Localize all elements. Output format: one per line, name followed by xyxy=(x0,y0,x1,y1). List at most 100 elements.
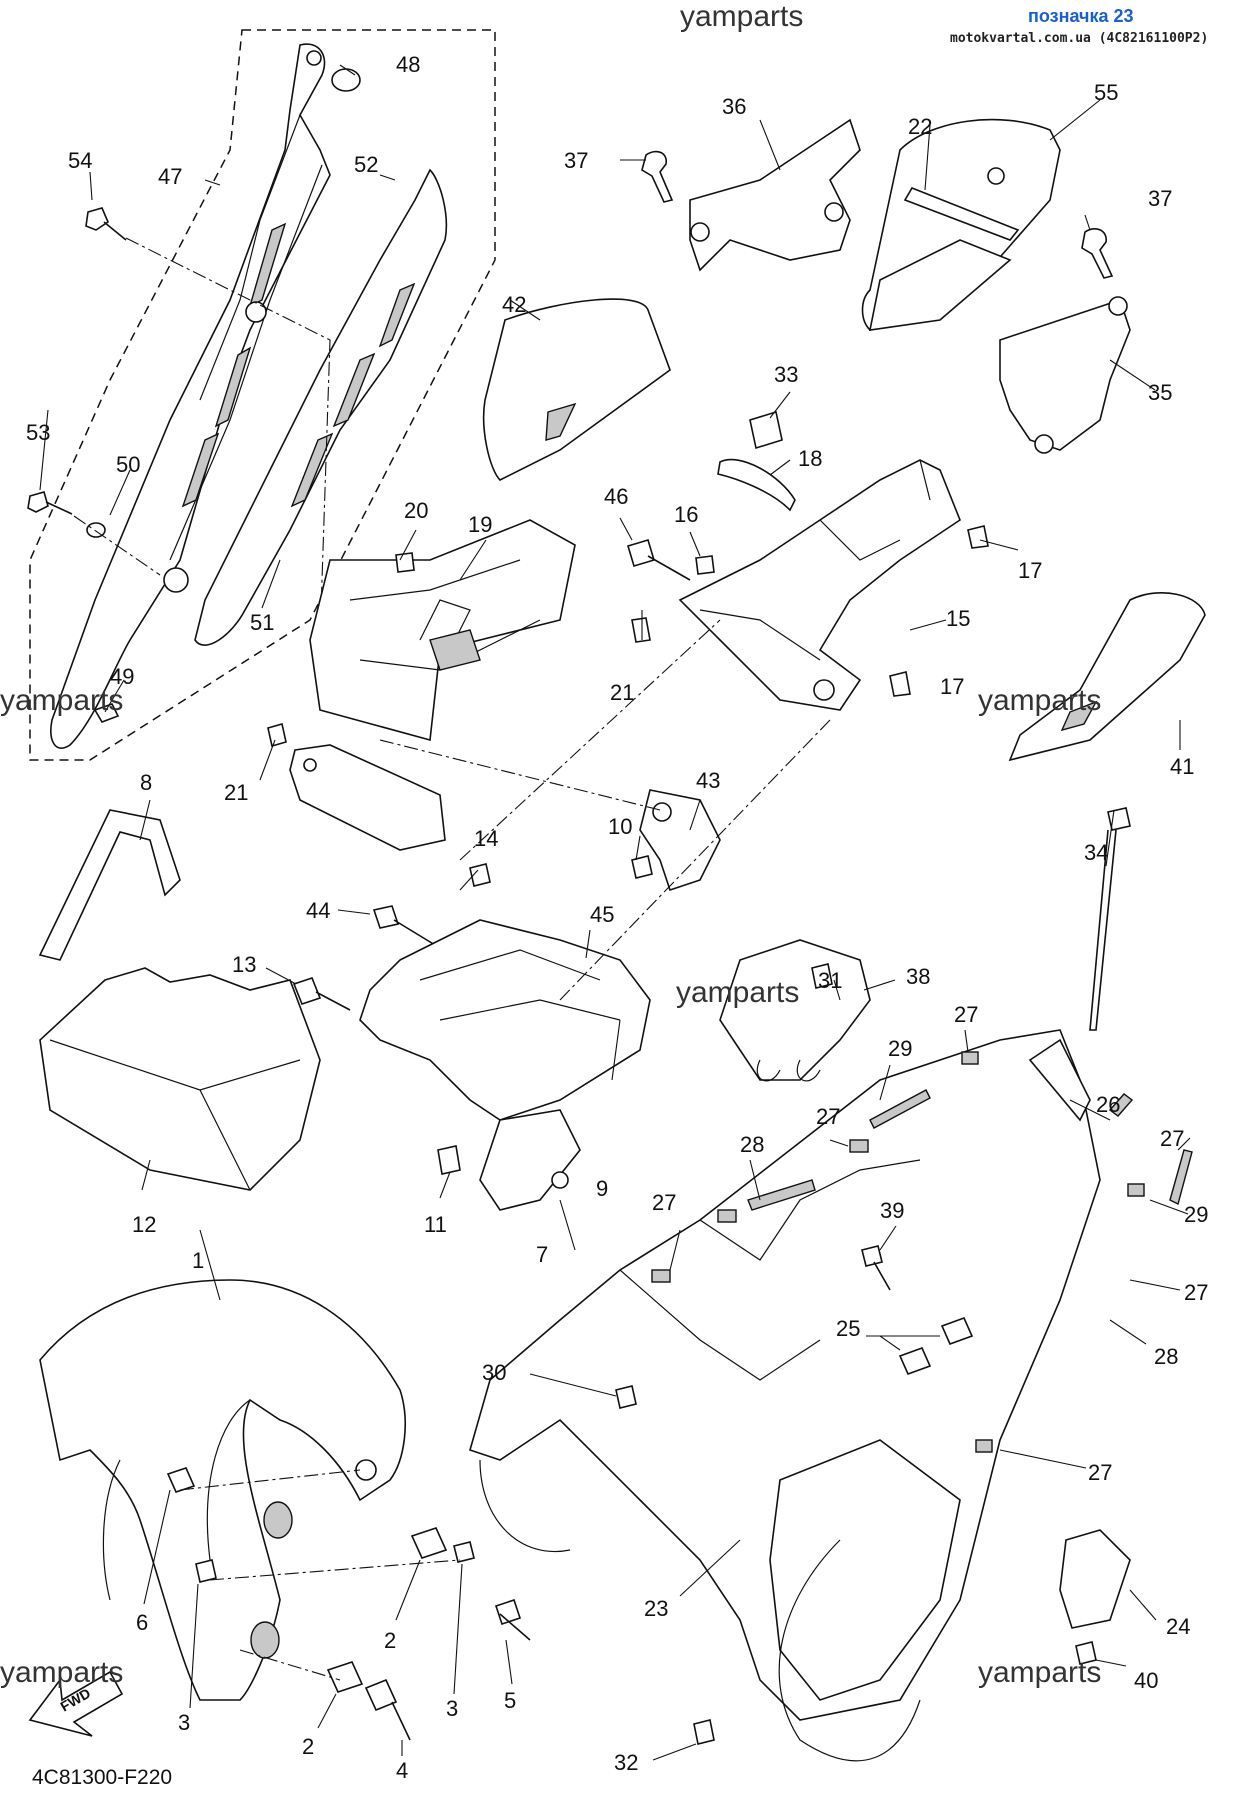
front-fender-hole-2 xyxy=(250,1621,280,1659)
bolt-14 xyxy=(469,863,491,887)
bracket-35-hole-2 xyxy=(1108,296,1128,316)
screw-37-left xyxy=(641,150,674,203)
band-22 xyxy=(903,187,1020,241)
callout-54: 54 xyxy=(68,148,92,173)
front-fender-hole-1 xyxy=(263,1501,293,1539)
bolt-30 xyxy=(615,1385,637,1409)
callout-27-e: 27 xyxy=(1184,1280,1208,1305)
callout-3-a: 3 xyxy=(178,1710,190,1735)
cover-55-inner xyxy=(868,239,1012,331)
seal-27-f xyxy=(975,1439,993,1453)
flap-26 xyxy=(1028,1038,1091,1122)
callout-12: 12 xyxy=(132,1212,156,1237)
callout-22: 22 xyxy=(908,114,932,139)
plate-21-hole xyxy=(303,758,317,772)
collar-3-a xyxy=(195,1559,217,1583)
bolt-21-left xyxy=(267,722,287,748)
callout-5: 5 xyxy=(504,1688,516,1713)
side-cover-47 xyxy=(50,43,331,749)
cover-42 xyxy=(482,298,671,481)
callout-28-a: 28 xyxy=(740,1132,764,1157)
grommet-25-b xyxy=(940,1316,974,1346)
callout-7: 7 xyxy=(536,1242,548,1267)
bracket-43 xyxy=(639,789,721,892)
screw-37-right xyxy=(1081,228,1114,279)
callout-23: 23 xyxy=(644,1596,668,1621)
cable-tie-34 xyxy=(1089,807,1131,1031)
bolt-44 xyxy=(372,905,441,949)
cover-mount-hole-1 xyxy=(245,301,267,323)
callout-18: 18 xyxy=(798,446,822,471)
watermark-3: yamparts xyxy=(676,976,799,1009)
callout-15: 15 xyxy=(946,606,970,631)
collar-3-b xyxy=(453,1541,475,1563)
seal-27-a xyxy=(961,1051,979,1065)
callout-26: 26 xyxy=(1096,1092,1120,1117)
callout-48: 48 xyxy=(396,52,420,77)
band-18 xyxy=(717,458,796,512)
side-panel-slot-2 xyxy=(290,432,334,508)
bolt-46 xyxy=(627,539,691,581)
callout-49: 49 xyxy=(110,664,134,689)
callout-40: 40 xyxy=(1134,1668,1158,1693)
assembly-line-1 xyxy=(125,237,331,641)
callout-14: 14 xyxy=(474,826,498,851)
callout-numbers: 48 47 52 54 53 50 51 49 20 19 21 21 42 3… xyxy=(26,52,1208,1783)
callout-27-a: 27 xyxy=(954,1002,978,1027)
seal-27-c xyxy=(717,1209,737,1223)
bracket-35 xyxy=(999,298,1131,451)
stay-7 xyxy=(479,1109,581,1211)
callout-3-b: 3 xyxy=(446,1696,458,1721)
wire-harness-left xyxy=(479,1459,571,1553)
strip-28-b xyxy=(1108,1093,1134,1117)
header-source: motokvartal.com.ua (4C82161100P2) xyxy=(950,31,1208,46)
bolt-31 xyxy=(811,963,833,989)
grommet-48 xyxy=(331,68,361,92)
callout-30: 30 xyxy=(482,1360,506,1385)
seal-27-d xyxy=(651,1269,671,1283)
callout-35: 35 xyxy=(1148,380,1172,405)
bolt-13 xyxy=(292,977,351,1011)
callout-2-b: 2 xyxy=(302,1734,314,1759)
side-panel-52 xyxy=(194,168,448,646)
seal-27-b xyxy=(849,1139,869,1153)
grommet-25-a xyxy=(898,1346,932,1376)
callout-19: 19 xyxy=(468,512,492,537)
assembly-line-6 xyxy=(179,1469,361,1491)
callout-28-b: 28 xyxy=(1154,1344,1178,1369)
header-title: позначка 23 xyxy=(1028,6,1134,26)
watermark-2: yamparts xyxy=(978,684,1101,717)
rear-fender-23-rib xyxy=(619,1159,921,1381)
cover-41 xyxy=(1008,592,1206,762)
clip-16 xyxy=(695,555,715,575)
callout-32: 32 xyxy=(614,1750,638,1775)
header-watermark: yamparts xyxy=(680,0,803,33)
callout-27-f: 27 xyxy=(1088,1460,1112,1485)
strip-29-b xyxy=(1169,1149,1193,1206)
bolt-39 xyxy=(861,1245,891,1291)
clip-49 xyxy=(93,703,120,723)
assembly-line-5 xyxy=(379,739,661,811)
callout-16: 16 xyxy=(674,502,698,527)
assembly-line-8 xyxy=(239,1649,341,1681)
callout-11: 11 xyxy=(424,1212,447,1237)
battery-box-12-edge xyxy=(49,1039,301,1191)
frame-15 xyxy=(678,459,961,711)
callout-46: 46 xyxy=(604,484,628,509)
callout-42: 42 xyxy=(502,292,526,317)
bolt-20 xyxy=(395,552,415,573)
callout-21-left: 21 xyxy=(224,780,248,805)
grommet-2-b xyxy=(326,1661,364,1693)
callout-4: 4 xyxy=(396,1758,408,1783)
bolt-10 xyxy=(631,855,653,879)
side-panel-slot-3 xyxy=(378,282,416,348)
callout-24: 24 xyxy=(1166,1614,1190,1639)
wire-harness xyxy=(778,1539,921,1762)
watermark-4: yamparts xyxy=(0,1656,123,1689)
callout-1: 1 xyxy=(192,1248,204,1273)
frame-15-hole xyxy=(813,679,835,701)
bolt-21-right xyxy=(631,617,651,643)
bracket-38-slots xyxy=(756,1059,821,1082)
collar-50 xyxy=(86,522,106,538)
